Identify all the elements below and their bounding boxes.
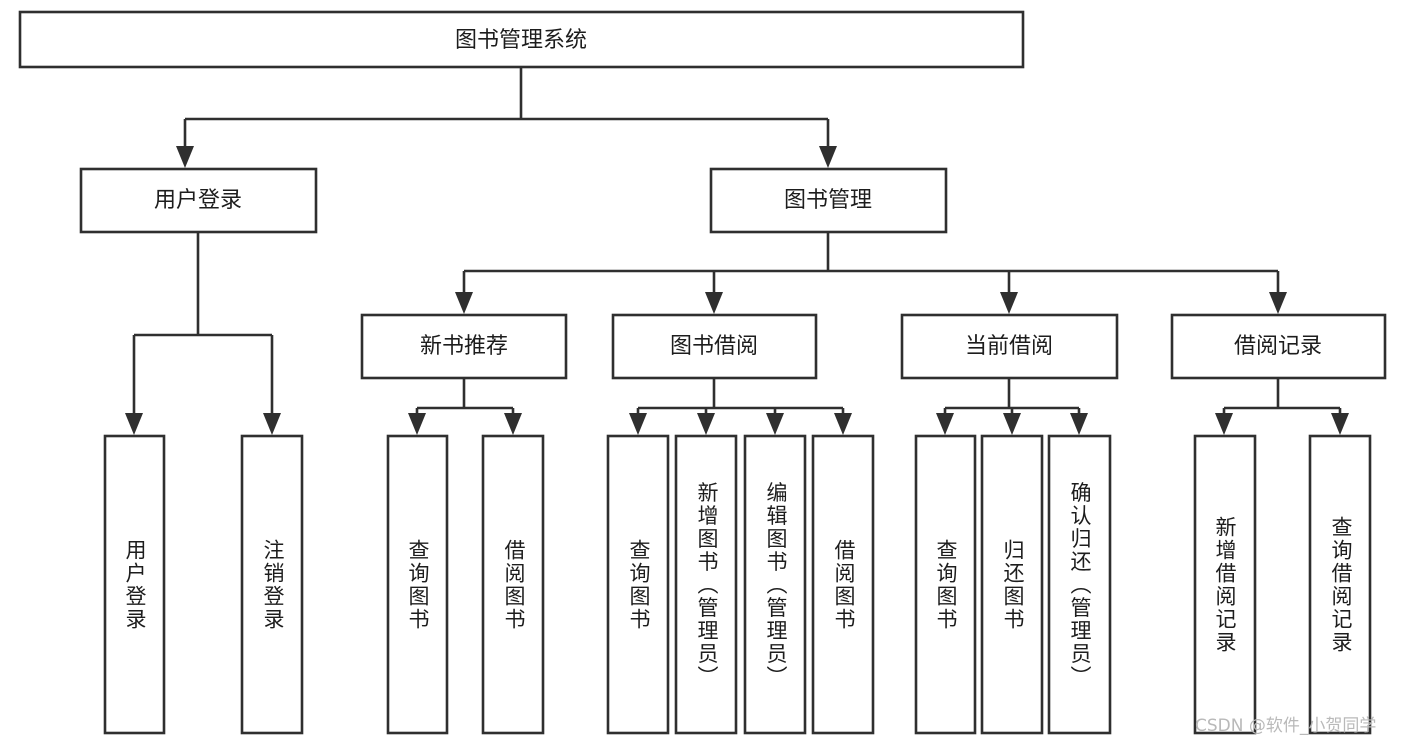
node-leaf-logout-box[interactable] [240, 434, 304, 735]
node-leaf-query-book-3-label: 查询图书 [934, 539, 958, 631]
node-leaf-confirm-return[interactable]: 确认归还（管理员） [1047, 434, 1112, 735]
node-leaf-logout[interactable]: 注销登录 [240, 434, 304, 735]
node-book-borrow[interactable]: 图书借阅 [611, 313, 818, 380]
node-root-label: 图书管理系统 [455, 28, 587, 53]
node-user-login-box[interactable] [79, 167, 318, 234]
connector-layer [125, 67, 1349, 435]
node-leaf-query-book-1-label: 查询图书 [406, 539, 430, 631]
node-book-manage[interactable]: 图书管理 [709, 167, 948, 234]
node-leaf-logout-label: 注销登录 [261, 539, 285, 631]
node-leaf-query-book-3[interactable]: 查询图书 [914, 434, 977, 735]
node-leaf-add-record-label: 新增借阅记录 [1213, 516, 1237, 654]
node-leaf-borrow-book-2-box[interactable] [811, 434, 875, 735]
node-leaf-add-book[interactable]: 新增图书（管理员） [674, 434, 738, 735]
node-leaf-borrow-book-1-box[interactable] [481, 434, 545, 735]
node-leaf-return-book-box[interactable] [980, 434, 1044, 735]
node-book-manage-box[interactable] [709, 167, 948, 234]
node-leaf-borrow-book-1-label: 借阅图书 [502, 539, 526, 631]
node-leaf-borrow-book-2-label: 借阅图书 [832, 539, 856, 631]
node-borrow-record[interactable]: 借阅记录 [1170, 313, 1387, 380]
node-root[interactable]: 图书管理系统 [18, 10, 1025, 69]
node-book-manage-label: 图书管理 [784, 188, 872, 213]
node-leaf-user-login-box[interactable] [103, 434, 166, 735]
node-root-box[interactable] [18, 10, 1025, 69]
node-user-login-label: 用户登录 [154, 188, 242, 213]
node-current-borrow-label: 当前借阅 [965, 334, 1053, 359]
node-leaf-edit-book-label: 编辑图书（管理员） [764, 482, 788, 689]
node-leaf-query-book-3-box[interactable] [914, 434, 977, 735]
node-leaf-add-book-label: 新增图书（管理员） [695, 482, 719, 689]
node-leaf-user-login[interactable]: 用户登录 [103, 434, 166, 735]
node-new-book-rec-label: 新书推荐 [420, 334, 508, 359]
csdn-watermark: CSDN @软件_小贺同学 [1195, 716, 1376, 736]
node-leaf-confirm-return-label: 确认归还（管理员） [1068, 482, 1092, 689]
node-leaf-query-book-1-box[interactable] [386, 434, 449, 735]
node-leaf-query-record-label: 查询借阅记录 [1329, 516, 1353, 654]
node-book-borrow-label: 图书借阅 [670, 334, 758, 359]
node-leaf-confirm-return-box[interactable] [1047, 434, 1112, 735]
node-leaf-query-record[interactable]: 查询借阅记录 [1308, 434, 1372, 735]
node-leaf-borrow-book-1[interactable]: 借阅图书 [481, 434, 545, 735]
node-leaf-query-book-2[interactable]: 查询图书 [606, 434, 670, 735]
node-current-borrow[interactable]: 当前借阅 [900, 313, 1119, 380]
node-leaf-return-book-label: 归还图书 [1001, 539, 1025, 631]
node-new-book-rec-box[interactable] [360, 313, 568, 380]
node-leaf-return-book[interactable]: 归还图书 [980, 434, 1044, 735]
node-leaf-edit-book[interactable]: 编辑图书（管理员） [743, 434, 807, 735]
node-leaf-borrow-book-2[interactable]: 借阅图书 [811, 434, 875, 735]
node-leaf-add-record[interactable]: 新增借阅记录 [1193, 434, 1257, 735]
node-leaf-query-book-2-label: 查询图书 [627, 539, 651, 631]
node-leaf-query-record-box[interactable] [1308, 434, 1372, 735]
node-borrow-record-label: 借阅记录 [1234, 334, 1322, 359]
node-borrow-record-box[interactable] [1170, 313, 1387, 380]
node-leaf-user-login-label: 用户登录 [123, 539, 147, 631]
node-leaf-add-book-box[interactable] [674, 434, 738, 735]
node-user-login[interactable]: 用户登录 [79, 167, 318, 234]
node-leaf-query-book-1[interactable]: 查询图书 [386, 434, 449, 735]
node-current-borrow-box[interactable] [900, 313, 1119, 380]
node-leaf-add-record-box[interactable] [1193, 434, 1257, 735]
node-leaf-edit-book-box[interactable] [743, 434, 807, 735]
node-book-borrow-box[interactable] [611, 313, 818, 380]
node-leaf-query-book-2-box[interactable] [606, 434, 670, 735]
node-new-book-rec[interactable]: 新书推荐 [360, 313, 568, 380]
